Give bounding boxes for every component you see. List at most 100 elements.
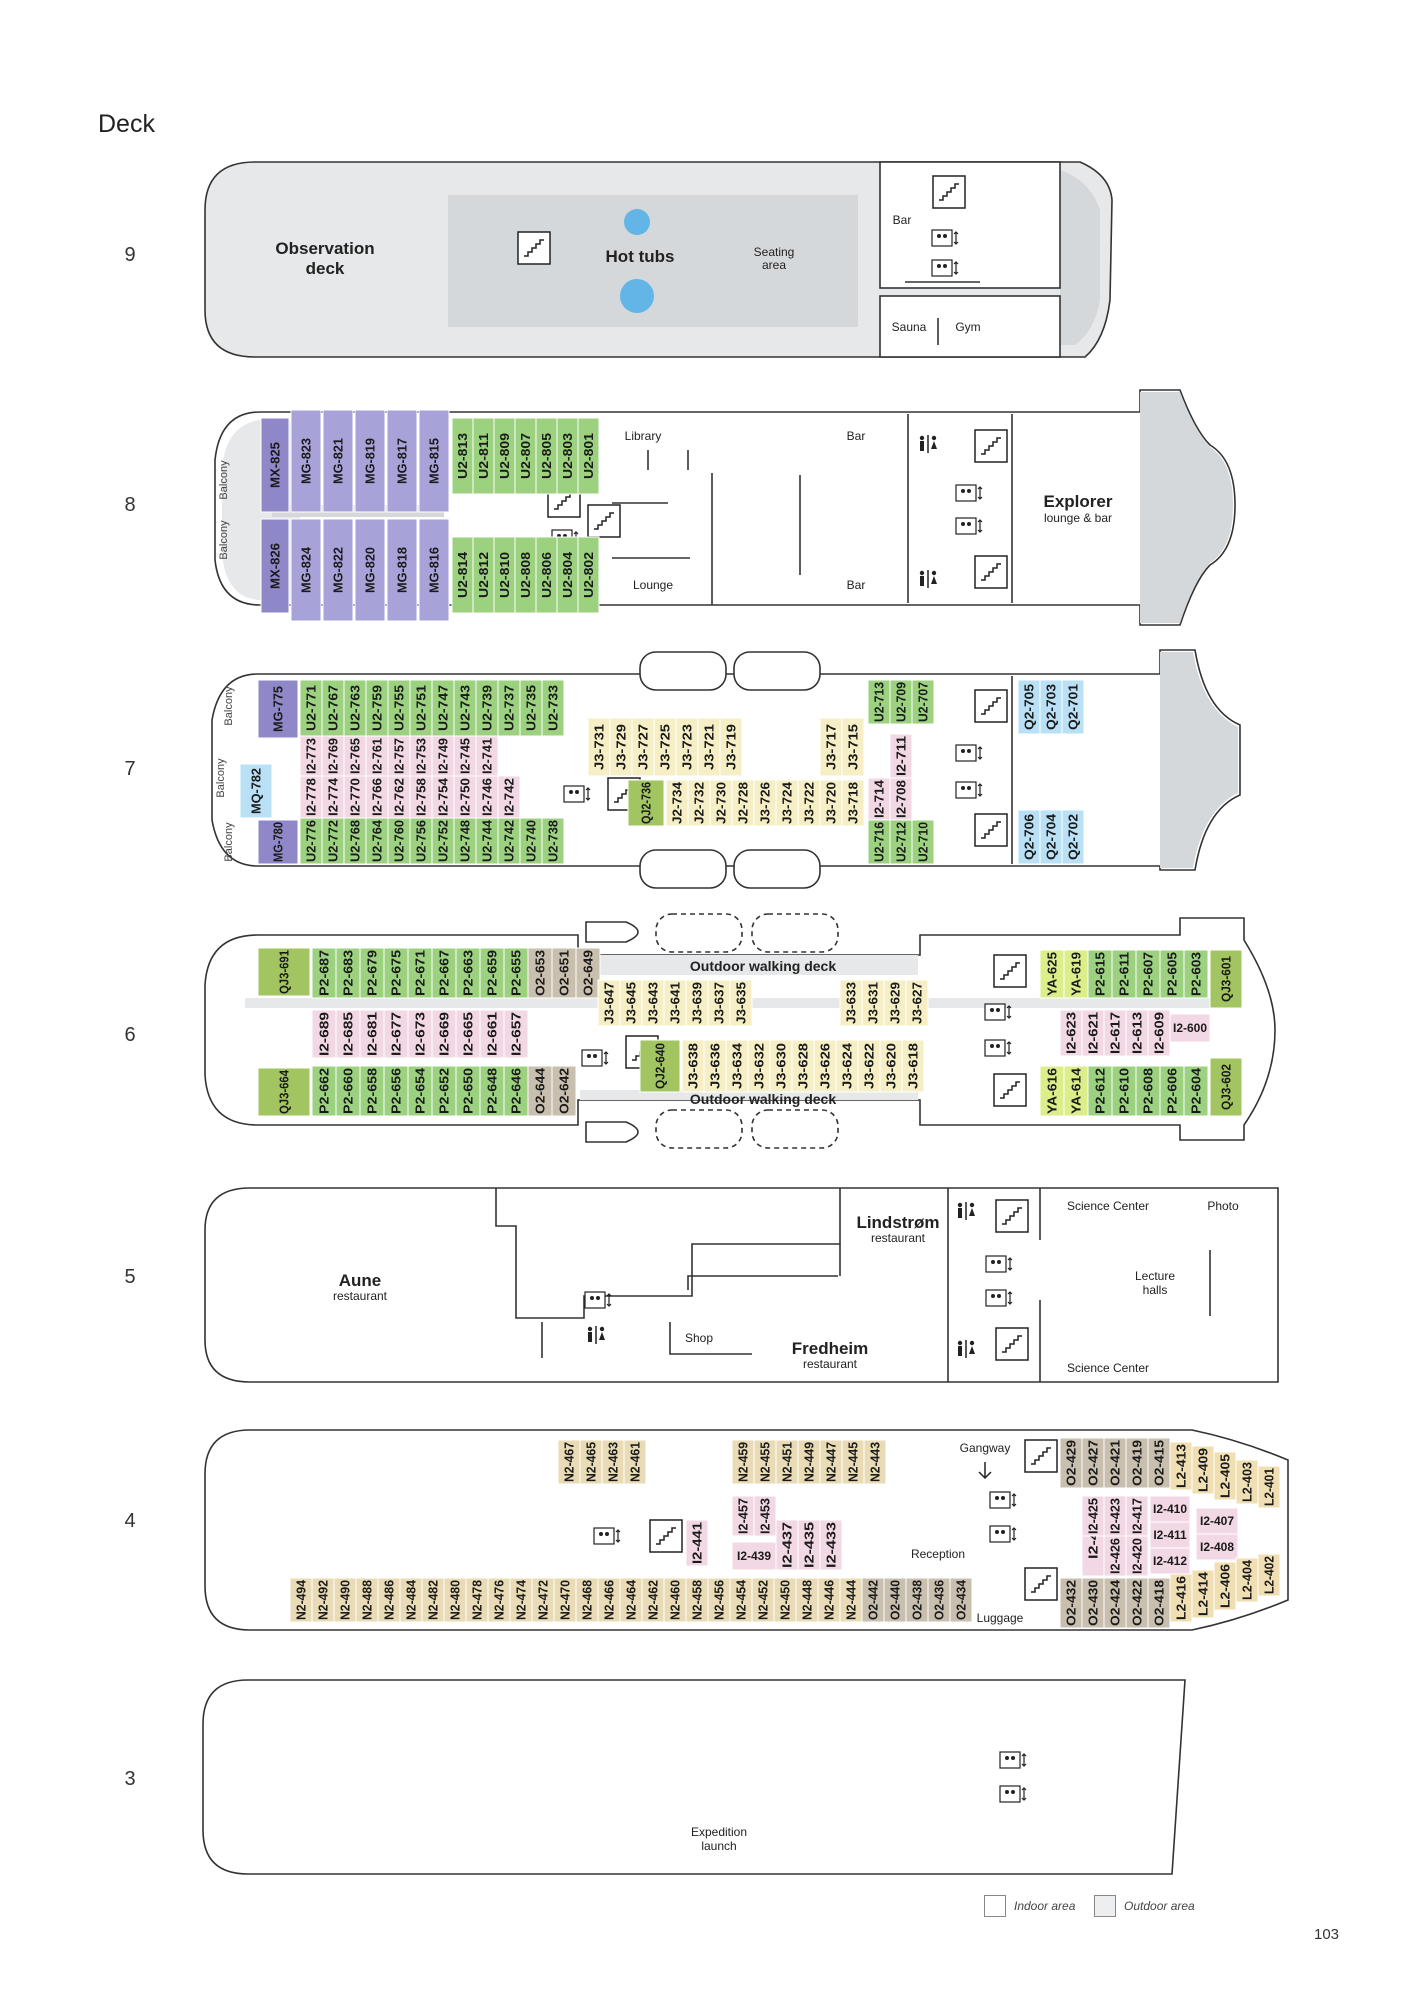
- cabin: U2-733: [541, 679, 565, 737]
- cabin: U2-738: [541, 817, 565, 865]
- cabin-number: O2-442: [866, 1580, 881, 1620]
- cabin: Q2-703: [1039, 679, 1063, 735]
- cabin-number: YA-625: [1045, 952, 1060, 996]
- cabin: I2-617: [1103, 1009, 1127, 1057]
- elevator-icon: [985, 1255, 1013, 1273]
- cabin-number: I2-685: [341, 1012, 356, 1056]
- cabin-number: P2-671: [413, 950, 428, 996]
- cabin-number: J3-636: [708, 1043, 723, 1089]
- cabin-number: P2-608: [1141, 1068, 1156, 1114]
- deck-6-walkway-top: [580, 955, 918, 975]
- deck-6-lifeboat-3: [655, 1109, 743, 1149]
- cabin-number: MG-819: [363, 438, 378, 484]
- cabin: N2-454: [729, 1577, 753, 1623]
- cabin-number: I2-741: [480, 738, 495, 774]
- deck-number-7: 7: [124, 758, 136, 780]
- elevator-icon: [985, 1289, 1013, 1307]
- cabin: I2-746: [475, 775, 499, 819]
- cabin: U2-742: [497, 817, 521, 865]
- cabin-number: U2-772: [326, 820, 341, 862]
- cabin-number: J3-633: [844, 982, 859, 1024]
- cabin: U2-768: [343, 817, 367, 865]
- cabin: J3-725: [653, 717, 677, 777]
- cabin: I2-774: [321, 775, 345, 819]
- cabin: N2-460: [663, 1577, 687, 1623]
- cabin: N2-448: [795, 1577, 819, 1623]
- cabin: MG-820: [354, 518, 386, 622]
- cabin-number: N2-450: [778, 1580, 793, 1620]
- cabin-box: [1111, 1065, 1137, 1117]
- cabin-number: I2-778: [304, 778, 319, 816]
- cabin: O2-649: [575, 947, 601, 999]
- cabin: I2-773: [299, 735, 323, 777]
- cabin: P2-659: [479, 947, 505, 999]
- legend-outdoor-label: Outdoor area: [1124, 1899, 1195, 1913]
- cabin-box: [503, 1065, 529, 1117]
- cabin-number: U2-812: [476, 552, 491, 598]
- cabin-number: J3-647: [602, 982, 617, 1024]
- cabin-box: [1183, 949, 1209, 999]
- cabin: QJ2-736: [627, 779, 665, 827]
- cabin-box: [479, 1065, 505, 1117]
- cabin: I2-769: [321, 735, 345, 777]
- cabin: I2-423: [1103, 1495, 1127, 1537]
- cabin-number: N2-445: [846, 1442, 861, 1482]
- cabin: MG-819: [354, 409, 386, 513]
- cabin-box: [1159, 949, 1185, 999]
- deck-number-8: 8: [124, 494, 136, 516]
- cabin-box: [575, 947, 601, 999]
- cabin-number: P2-652: [437, 1068, 452, 1114]
- cabin: I2-685: [335, 1009, 361, 1059]
- cabin-number: L2-416: [1174, 1576, 1189, 1620]
- cabin-number: J3-622: [862, 1043, 877, 1089]
- cabin: U2-804: [556, 536, 579, 614]
- cabin-box: [455, 1009, 481, 1059]
- cabin: I2-441: [685, 1519, 709, 1567]
- cabin: P2-662: [311, 1065, 337, 1117]
- cabin-box: [551, 1065, 577, 1117]
- cabin: I2-425: [1081, 1495, 1105, 1537]
- area-label: Lounge: [633, 578, 673, 592]
- stairs-icon: [974, 555, 1008, 589]
- cabin-number: I2-774: [326, 777, 341, 816]
- gangway-arrow-icon: [978, 1462, 992, 1480]
- cabin-number: P2-675: [389, 950, 404, 996]
- cabin: U2-747: [431, 679, 455, 737]
- cabin-number: I2-661: [485, 1012, 500, 1056]
- cabin: O2-429: [1059, 1437, 1083, 1489]
- legend-outdoor-swatch: [1094, 1895, 1116, 1917]
- deck-9-indoor-block: [879, 161, 1061, 289]
- cabin-number: MX-825: [268, 442, 283, 488]
- cabin-box: [418, 518, 450, 622]
- area-label: Photo: [1207, 1199, 1239, 1213]
- restroom-icon: [919, 435, 937, 453]
- cabin-number: Q2-705: [1022, 684, 1037, 730]
- cabin: I2-766: [365, 775, 389, 819]
- cabin-number: U2-805: [539, 433, 554, 479]
- cabin-number: L2-409: [1196, 1448, 1211, 1492]
- cabin-number: I2-714: [872, 779, 887, 818]
- legend-outdoor: Outdoor area: [1094, 1894, 1195, 1918]
- cabin-number: U2-751: [414, 685, 429, 731]
- cabin-box: [503, 947, 529, 999]
- cabin: P2-615: [1087, 949, 1113, 999]
- cabin-number: I2-770: [348, 778, 363, 816]
- cabin-box: [731, 1541, 777, 1571]
- cabin-number: I2-609: [1152, 1012, 1167, 1054]
- cabin: N2-458: [685, 1577, 709, 1623]
- cabin: L2-406: [1213, 1561, 1237, 1611]
- cabin: J3-636: [703, 1039, 727, 1093]
- cabin-box: [863, 1439, 887, 1485]
- cabin-box: [1039, 949, 1065, 999]
- cabin: N2-472: [531, 1577, 555, 1623]
- cabin: J2-728: [731, 779, 755, 827]
- cabin-box: [322, 409, 354, 513]
- cabin: J3-720: [819, 779, 843, 827]
- elevator-icon: [593, 1527, 621, 1545]
- cabin-number: O2-649: [581, 950, 596, 996]
- cabin-number: I2-617: [1108, 1012, 1123, 1054]
- cabin-number: MG-816: [427, 547, 442, 593]
- cabin-number: U2-811: [476, 433, 491, 479]
- deck-6-lifeboat-2: [751, 913, 839, 953]
- elevator-icon: [989, 1525, 1017, 1543]
